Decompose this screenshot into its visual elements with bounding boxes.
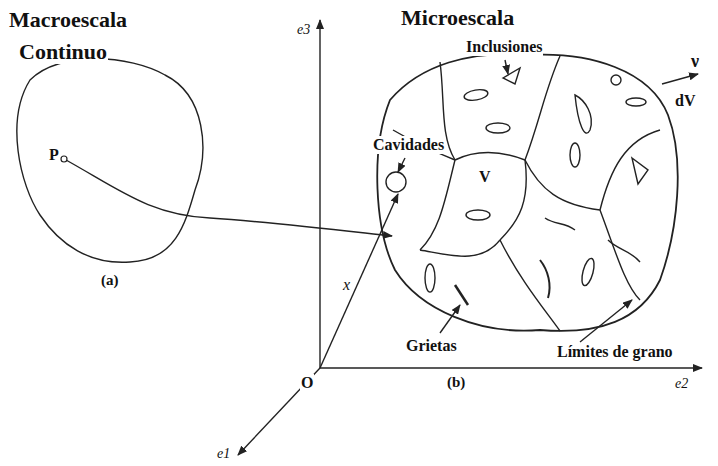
origin-label: O (300, 374, 314, 392)
vector-label: x (342, 276, 351, 294)
callout-label: Límites de grano (556, 343, 674, 361)
heading-label: Continuo (18, 40, 108, 64)
figure-label: (a) (100, 272, 120, 289)
heading-label: Macroescala (8, 8, 128, 32)
normal-label: ν (690, 52, 700, 72)
volume-label: V (478, 168, 492, 186)
callout-label: Inclusiones (465, 38, 543, 56)
callout-label: Grietas (405, 337, 458, 355)
axis-label: e2 (674, 376, 689, 391)
axis-label: e3 (296, 22, 311, 37)
callout-label: Cavidades (372, 136, 445, 154)
element-label: dV (674, 92, 696, 110)
figure-label: (b) (446, 374, 466, 391)
heading-label: Microescala (400, 6, 515, 30)
point-label: P (48, 146, 60, 164)
axis-label: e1 (216, 446, 231, 461)
